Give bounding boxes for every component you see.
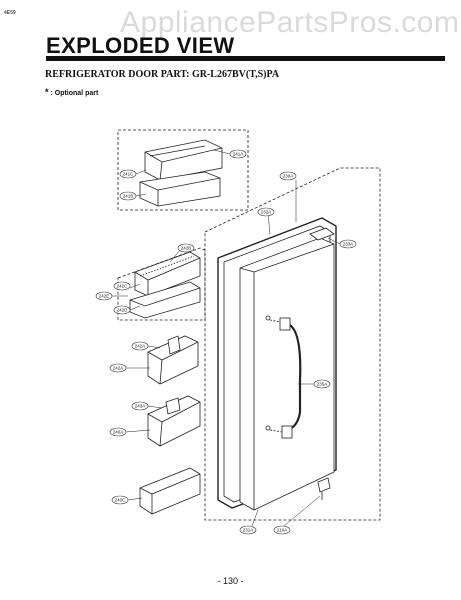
basket-tray-part	[129, 281, 201, 319]
basket-upper-part	[134, 251, 201, 297]
asterisk-mark: *	[45, 87, 49, 97]
callout-label: 210A	[273, 525, 291, 535]
svg-text:240C: 240C	[115, 498, 127, 503]
leader-lines	[112, 149, 341, 527]
svg-text:242E: 242E	[99, 294, 110, 299]
callout-label: 230A	[279, 171, 297, 181]
svg-text:242B: 242B	[181, 246, 192, 251]
svg-text:242A: 242A	[113, 366, 124, 371]
callout-label: 241C	[119, 169, 137, 179]
svg-text:241B: 241B	[123, 194, 134, 199]
door-basket-3-part	[147, 335, 199, 385]
part-subtitle: REFRIGERATOR DOOR PART: GR-L267BV(T,S)PA	[45, 69, 280, 80]
callout-label: 242C	[113, 281, 131, 291]
callout-label: 231A	[239, 525, 257, 535]
svg-text:210A: 210A	[277, 528, 288, 533]
dairy-bin-part	[144, 139, 223, 181]
svg-text:243A: 243A	[135, 404, 146, 409]
svg-text:242D: 242D	[117, 308, 129, 313]
door-basket-5-part	[139, 467, 201, 515]
callout-label: 242A	[109, 363, 127, 373]
door-basket-4-part	[147, 395, 201, 447]
hinge-part	[317, 477, 331, 500]
svg-text:233A: 233A	[343, 242, 354, 247]
callout-label: 232A	[257, 207, 275, 217]
optional-note: * : Optional part	[45, 87, 98, 97]
watermark: AppliancePartsPros.com	[120, 6, 460, 39]
dairy-bin-group-box	[117, 129, 249, 211]
callout-label: 243A	[131, 401, 149, 411]
svg-text:241A: 241A	[233, 152, 244, 157]
svg-text:241C: 241C	[123, 172, 135, 177]
callout-label: 241B	[119, 191, 137, 201]
svg-text:231A: 231A	[243, 528, 254, 533]
callout-label: 242A	[131, 341, 149, 351]
svg-text:235A: 235A	[317, 382, 328, 387]
callout-label: 235A	[313, 379, 331, 389]
optional-note-text: : Optional part	[50, 90, 99, 97]
svg-text:242C: 242C	[117, 284, 129, 289]
corner-tag: 4E59	[4, 10, 16, 16]
callout-label: 241A	[229, 149, 247, 159]
callout-label: 242E	[95, 291, 113, 301]
door-group-outline	[204, 167, 381, 521]
callout-label: 242D	[113, 305, 131, 315]
svg-text:230A: 230A	[283, 174, 294, 179]
door-panel-part	[239, 227, 335, 511]
svg-text:232A: 232A	[261, 210, 272, 215]
dairy-bin-lid-part	[139, 171, 221, 207]
callout-label: 242B	[177, 243, 195, 253]
door-handle-part	[265, 315, 302, 439]
callout-label: 240C	[111, 495, 129, 505]
svg-text:242A: 242A	[135, 344, 146, 349]
title-rule	[46, 56, 445, 61]
page-number: - 130 -	[217, 576, 244, 586]
callout-label: 233A	[339, 239, 357, 249]
page-title: EXPLODED VIEW	[46, 33, 235, 58]
svg-text:240A: 240A	[113, 430, 124, 435]
callout-label: 240A	[109, 427, 127, 437]
